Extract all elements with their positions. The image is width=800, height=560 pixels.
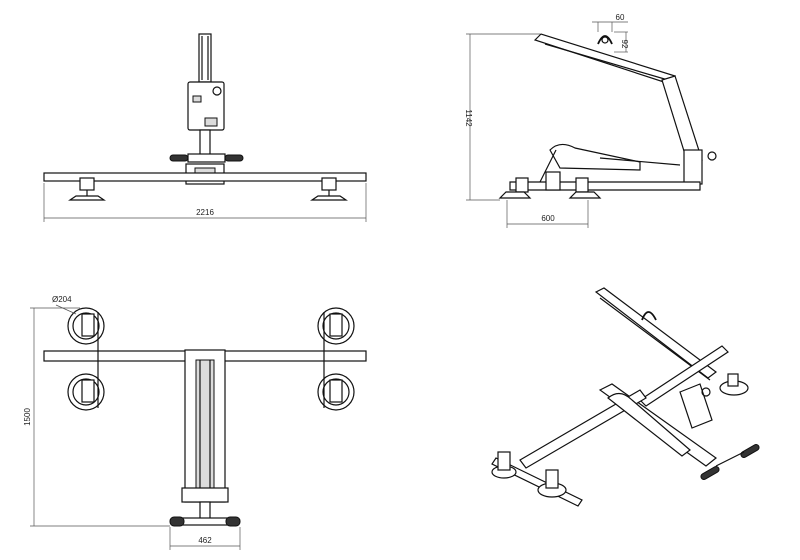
front-suction-cup-left <box>68 195 106 201</box>
iso-lower-rail <box>519 389 647 469</box>
top-suction-cup-top-left <box>67 307 105 345</box>
front-handle-left <box>169 154 189 162</box>
isometric-view <box>491 287 760 507</box>
side-knob <box>707 151 717 161</box>
dim-cup-diameter: Ø204 <box>52 295 72 304</box>
iso-boom <box>594 287 717 379</box>
front-handle-bar <box>187 153 226 163</box>
front-gauge <box>212 86 222 96</box>
iso-cylinder <box>607 392 691 457</box>
dim-top-handle-width: 462 <box>198 536 212 545</box>
side-suction-cup-right <box>568 191 602 199</box>
front-mast-top <box>198 33 212 83</box>
side-lifting-eye <box>597 35 613 45</box>
side-column <box>683 149 703 185</box>
side-base-frame <box>509 181 701 191</box>
top-suction-cup-bottom-right <box>317 373 355 411</box>
front-suction-cup-right <box>310 195 348 201</box>
top-handle-left <box>169 516 185 527</box>
top-suction-cup-bottom-left <box>67 373 105 411</box>
top-view: Ø204 1500 462 <box>23 295 367 550</box>
iso-handle-left <box>700 466 720 480</box>
front-view: 2216 <box>43 33 367 222</box>
side-cylinder <box>549 143 641 171</box>
top-handle-right <box>225 516 241 527</box>
side-suction-cup-left <box>498 191 532 199</box>
front-cup-mount-left <box>79 177 95 191</box>
iso-top-crossbar <box>639 345 729 407</box>
front-cup-mount-right <box>321 177 337 191</box>
iso-handle-right <box>740 444 760 458</box>
dim-side-top: 60 <box>616 13 625 22</box>
dim-top-depth: 1500 <box>23 408 32 426</box>
front-crossbar <box>43 172 367 182</box>
side-view: 1142 600 60 92 <box>464 13 717 228</box>
dim-side-eye: 92 <box>620 40 629 49</box>
iso-lifting-eye <box>641 311 657 321</box>
iso-control-box <box>679 383 713 429</box>
top-suction-cup-top-right <box>317 307 355 345</box>
dim-side-base: 600 <box>541 214 555 223</box>
front-handle-right <box>224 154 244 162</box>
dim-front-width: 2216 <box>196 208 214 217</box>
dim-side-height: 1142 <box>464 109 473 127</box>
